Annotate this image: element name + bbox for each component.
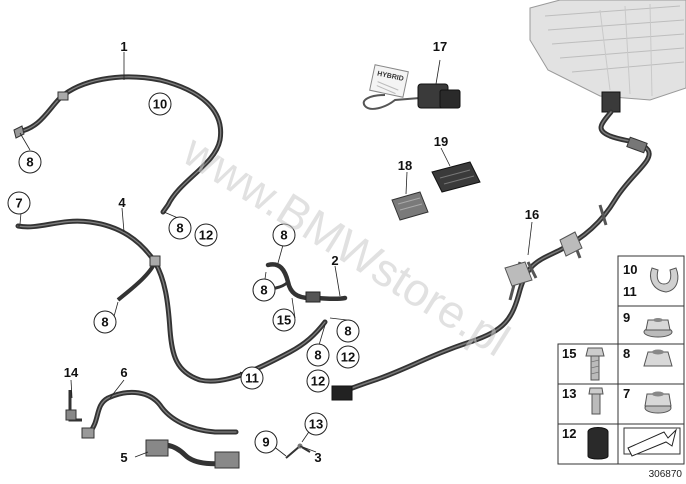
callout-1: 1 xyxy=(120,39,127,54)
callout-2: 2 xyxy=(331,253,338,268)
legend-label-13: 13 xyxy=(562,386,576,401)
callout-9: 9 xyxy=(262,435,269,450)
callout-6: 6 xyxy=(120,365,127,380)
legend-label-15: 15 xyxy=(562,346,576,361)
legend-label-12: 12 xyxy=(562,426,576,441)
hex-nut-icon xyxy=(643,349,673,367)
callout-8-g: 8 xyxy=(314,348,321,363)
cap-icon xyxy=(587,427,609,460)
clip-icon xyxy=(650,267,679,293)
parts-legend: 10 11 9 15 8 13 7 xyxy=(557,255,685,465)
callout-8-e: 8 xyxy=(260,283,267,298)
callout-7: 7 xyxy=(15,196,22,211)
part-3-bracket xyxy=(285,443,311,459)
callout-16: 16 xyxy=(525,207,539,222)
callout-12-a: 12 xyxy=(199,228,213,243)
callouts: 1 4 2 3 6 5 14 17 18 19 16 10 8 7 8 12 8… xyxy=(7,39,539,465)
callout-19: 19 xyxy=(434,134,448,149)
cable-2 xyxy=(261,262,348,303)
flange-nut-icon xyxy=(643,318,673,338)
callout-8-b: 8 xyxy=(176,221,183,236)
callout-8-f: 8 xyxy=(344,324,351,339)
callout-15: 15 xyxy=(277,313,291,328)
cable-4 xyxy=(15,218,328,384)
part-19-connector xyxy=(431,161,481,193)
legend-label-10: 10 xyxy=(623,262,637,277)
callout-4: 4 xyxy=(118,195,126,210)
callout-17: 17 xyxy=(433,39,447,54)
legend-label-8: 8 xyxy=(623,346,630,361)
leader-lines xyxy=(18,52,533,458)
callout-8-d: 8 xyxy=(280,228,287,243)
callout-5: 5 xyxy=(120,450,127,465)
cable-6 xyxy=(81,389,239,439)
lock-nut-icon xyxy=(644,391,672,414)
part-17-connector: HYBRID xyxy=(362,64,461,110)
callout-13: 13 xyxy=(309,417,323,432)
part-18-connector xyxy=(391,191,429,221)
legend-label-11: 11 xyxy=(623,284,637,299)
legend-label-7: 7 xyxy=(623,386,630,401)
cable-16-harness xyxy=(331,109,652,401)
callout-8-c: 8 xyxy=(101,315,108,330)
callout-14: 14 xyxy=(64,365,79,380)
cable-5 xyxy=(145,439,240,469)
callout-8-a: 8 xyxy=(26,155,33,170)
bolt-icon-15 xyxy=(585,347,605,381)
junction-box-illustration xyxy=(529,0,686,113)
callout-18: 18 xyxy=(398,158,412,173)
callout-11: 11 xyxy=(245,371,259,386)
arrow-sheet-icon xyxy=(623,427,681,457)
bolt-icon-13 xyxy=(588,387,604,415)
callout-12-b: 12 xyxy=(341,350,355,365)
legend-label-9: 9 xyxy=(623,310,630,325)
callout-3: 3 xyxy=(314,450,321,465)
callout-12-c: 12 xyxy=(311,374,325,389)
part-14-bracket xyxy=(65,390,82,422)
document-number: 306870 xyxy=(649,469,683,480)
callout-10: 10 xyxy=(153,97,167,112)
cable-1 xyxy=(13,74,224,215)
